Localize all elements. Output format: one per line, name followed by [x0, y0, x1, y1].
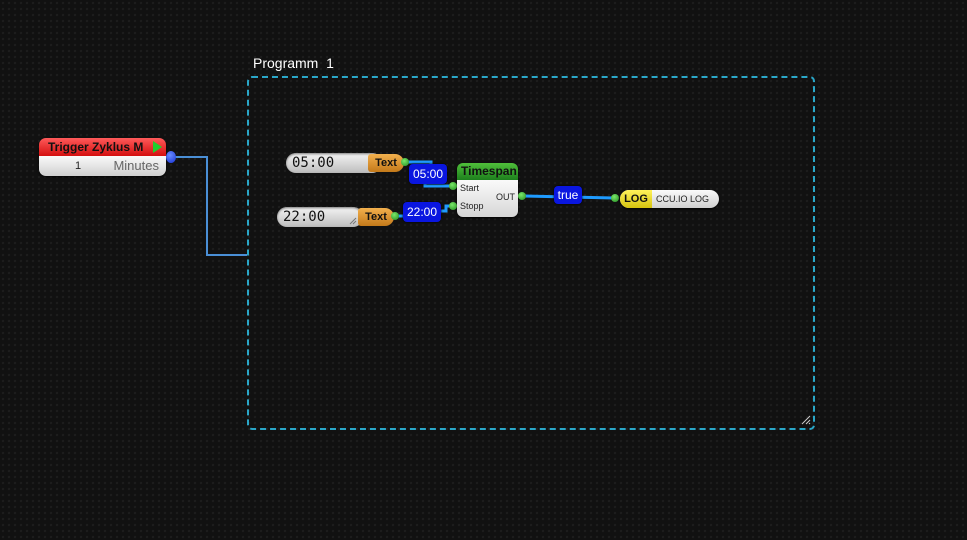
- wire-pill-start: [423, 184, 452, 188]
- value-pill-out: true: [554, 186, 582, 204]
- play-icon[interactable]: [153, 141, 162, 153]
- wire-trigger-program: [175, 156, 247, 256]
- program-title[interactable]: Programm 1: [253, 55, 334, 71]
- timespan-out-port[interactable]: [518, 192, 526, 200]
- text-input-output-port[interactable]: [401, 158, 409, 166]
- value-pill-start: 05:00: [409, 164, 447, 184]
- timespan-start-port[interactable]: [449, 182, 457, 190]
- log-node[interactable]: LOG CCU.IO LOG: [620, 190, 719, 208]
- log-head: LOG: [620, 190, 652, 208]
- timespan-stop-label: Stopp: [460, 201, 484, 211]
- text-input-output-port[interactable]: [391, 212, 399, 220]
- text-type-badge: Text: [368, 154, 404, 172]
- trigger-interval-value[interactable]: 1: [75, 160, 82, 172]
- log-label: CCU.IO LOG: [656, 194, 710, 204]
- text-input-value[interactable]: 22:00: [283, 209, 326, 225]
- trigger-interval-unit: Minutes: [113, 158, 159, 173]
- trigger-title: Trigger Zyklus M: [48, 140, 144, 154]
- text-type-badge: Text: [358, 208, 394, 226]
- value-pill-stop: 22:00: [403, 202, 441, 222]
- text-input-stop[interactable]: 22:00: [277, 207, 363, 227]
- program-frame[interactable]: [247, 76, 815, 430]
- timespan-start-label: Start: [460, 183, 480, 193]
- trigger-cycle-node[interactable]: Trigger Zyklus M 1 Minutes: [39, 138, 166, 176]
- timespan-block[interactable]: Timespan Start OUT Stopp: [457, 163, 518, 217]
- resize-grip-icon[interactable]: [801, 415, 811, 425]
- log-input-port[interactable]: [611, 194, 619, 202]
- timespan-title: Timespan: [457, 163, 518, 180]
- trigger-output-port[interactable]: [166, 151, 176, 163]
- timespan-out-label: OUT: [496, 192, 515, 202]
- resize-grip-icon: [349, 217, 357, 225]
- text-input-value[interactable]: 05:00: [292, 155, 335, 171]
- timespan-stop-port[interactable]: [449, 202, 457, 210]
